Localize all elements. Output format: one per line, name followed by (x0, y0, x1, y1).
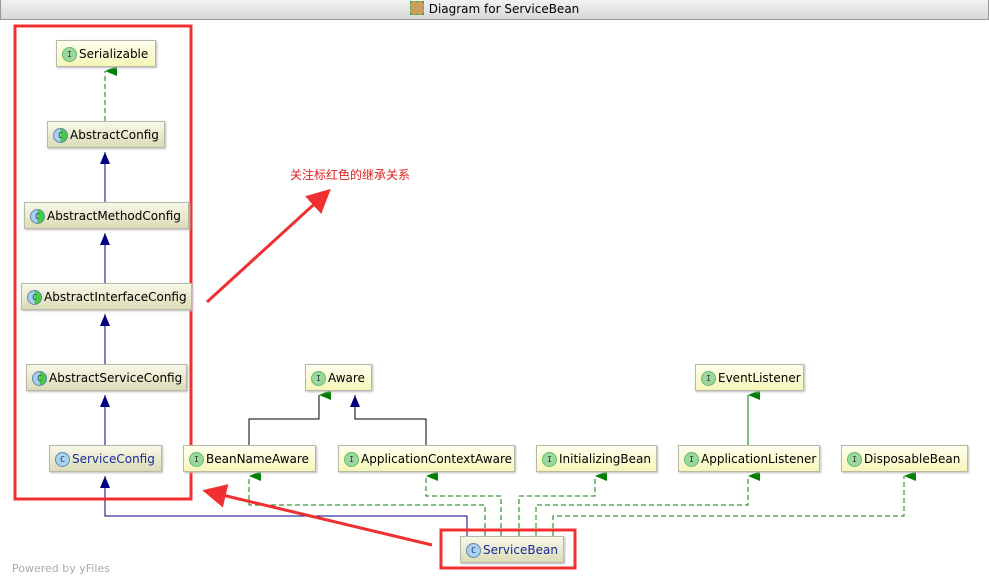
interface-icon: I (189, 452, 204, 467)
node-label: AbstractServiceConfig (49, 371, 183, 385)
node-label: Aware (328, 371, 365, 385)
interface-icon: I (344, 452, 359, 467)
edge-servicebean-initializingbean (518, 471, 607, 536)
edge-servicebean-beannameaware (248, 471, 486, 536)
edge-servicebean-applicationlistener (535, 471, 760, 536)
interface-icon: I (62, 47, 77, 62)
edge-applicationcontextaware-aware (350, 395, 427, 445)
abstract-class-icon: C (30, 209, 45, 224)
abstract-class-icon: C (27, 290, 42, 305)
annotation-arrow-left (202, 484, 433, 547)
edge-servicebean-serviceconfig (100, 476, 468, 536)
node-label: Serializable (79, 47, 149, 61)
annotation-arrow-up (205, 188, 331, 304)
class-icon: C (466, 543, 481, 558)
edge-beannameaware-aware (248, 390, 331, 445)
node-label: AbstractInterfaceConfig (44, 290, 187, 304)
node-label: ServiceBean (483, 543, 558, 557)
class-icon: C (55, 452, 70, 467)
abstract-class-icon: C (32, 371, 47, 386)
interface-icon: I (684, 452, 699, 467)
node-label: ApplicationContextAware (361, 452, 513, 466)
interface-icon: I (701, 371, 716, 386)
node-label: DisposableBean (864, 452, 961, 466)
abstract-class-icon: C (53, 128, 68, 143)
window-title: Diagram for ServiceBean (428, 2, 580, 16)
annotation-text: 关注标红色的继承关系 (290, 168, 411, 182)
interface-icon: I (847, 452, 862, 467)
powered-by-label: Powered by yFiles (12, 562, 110, 575)
edge-servicebean-applicationcontextaware (425, 471, 502, 536)
diagram-icon (409, 1, 424, 15)
node-label: AbstractMethodConfig (47, 209, 181, 223)
node-label: BeanNameAware (206, 452, 309, 466)
highlight-box-hierarchy (13, 24, 193, 501)
interface-icon: I (311, 371, 326, 386)
window-title-bar: Diagram for ServiceBean (0, 0, 989, 20)
node-label: ServiceConfig (72, 452, 155, 466)
node-label: InitializingBean (559, 452, 651, 466)
edge-servicebean-disposablebean (552, 471, 916, 536)
interface-icon: I (542, 452, 557, 467)
highlight-box-servicebean (439, 528, 577, 570)
node-label: ApplicationListener (701, 452, 817, 466)
node-label: AbstractConfig (70, 128, 159, 142)
node-label: EventListener (718, 371, 801, 385)
